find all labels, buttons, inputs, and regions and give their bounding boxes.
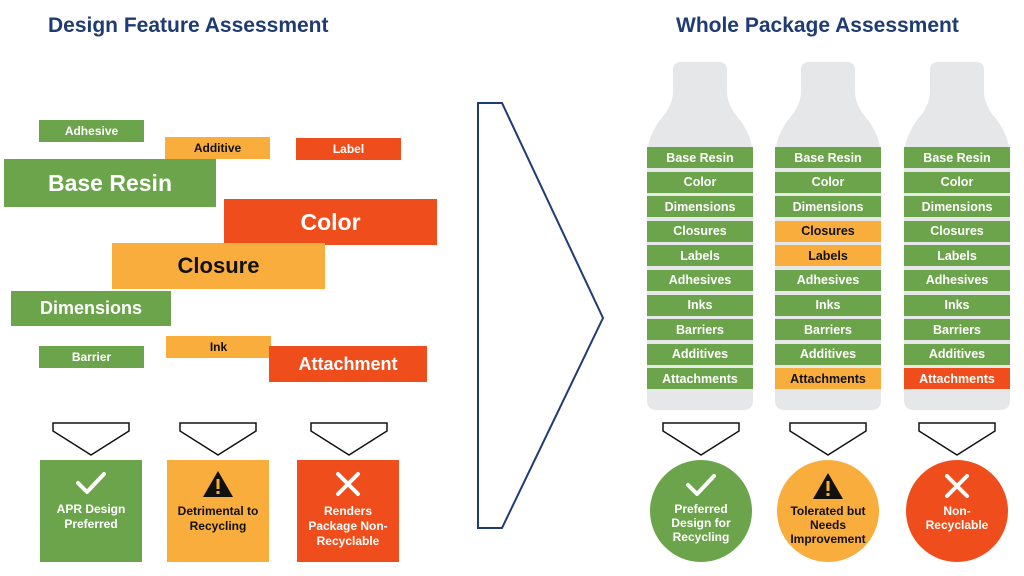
bottle-row: Adhesives: [647, 269, 753, 291]
check-icon: [76, 472, 106, 494]
result-label: Renders Package Non-Recyclable: [308, 504, 388, 548]
feature-tag-attachment: Attachment: [269, 346, 427, 382]
result-label: Preferred Design for Recycling: [671, 502, 731, 544]
result-preferred-design: Preferred Design for Recycling: [650, 460, 752, 562]
x-icon: [336, 472, 360, 496]
bottle-row: Dimensions: [904, 196, 1010, 218]
bottle-row: Color: [647, 171, 753, 193]
bottle-row: Adhesives: [775, 269, 881, 291]
bottle-row: Attachments: [775, 368, 881, 390]
bottle-row: Adhesives: [904, 269, 1010, 291]
bottle-row: Labels: [647, 245, 753, 267]
bottle-row: Additives: [647, 343, 753, 365]
bottle-row: Barriers: [904, 319, 1010, 341]
check-icon: [686, 474, 716, 496]
result-label: Detrimental to Recycling: [177, 504, 259, 533]
bottle-row: Dimensions: [647, 196, 753, 218]
bottle-row: Color: [775, 171, 881, 193]
funnel-icon: [918, 422, 996, 456]
bottle-row: Barriers: [647, 319, 753, 341]
feature-tag-ink: Ink: [166, 336, 271, 358]
result-label: Non-Recyclable: [925, 504, 989, 532]
left-heading: Design Feature Assessment: [48, 14, 329, 37]
warning-icon: [813, 473, 843, 499]
feature-tag-closure: Closure: [112, 243, 325, 289]
result-label: Tolerated but Needs Improvement: [790, 504, 866, 546]
bottle-row: Closures: [904, 220, 1010, 242]
feature-tag-additive: Additive: [165, 137, 270, 159]
x-icon: [945, 474, 969, 498]
feature-tag-dimensions: Dimensions: [11, 291, 171, 326]
bottle-row: Barriers: [775, 319, 881, 341]
feature-tag-barrier: Barrier: [39, 346, 144, 368]
bottle-row: Additives: [775, 343, 881, 365]
bottle-row: Base Resin: [647, 147, 753, 168]
bottle-row: Labels: [775, 245, 881, 267]
bottle-row: Closures: [775, 220, 881, 242]
funnel-icon: [179, 422, 257, 456]
feature-tag-label: Label: [296, 138, 401, 160]
result-renders-non-recyclable: Renders Package Non-Recyclable: [297, 460, 399, 562]
bottle-row: Color: [904, 171, 1010, 193]
warning-icon: [203, 471, 233, 497]
result-non-recyclable: Non-Recyclable: [906, 460, 1008, 562]
feature-tag-adhesive: Adhesive: [39, 120, 144, 142]
bottle-row: Base Resin: [775, 147, 881, 168]
feature-tag-color: Color: [224, 199, 437, 245]
funnel-icon: [52, 422, 130, 456]
result-tolerated: Tolerated but Needs Improvement: [777, 460, 879, 562]
big-arrow-icon: [477, 102, 605, 529]
bottle-row: Inks: [775, 294, 881, 316]
result-detrimental-to-recycling: Detrimental to Recycling: [167, 460, 269, 562]
result-apr-design-preferred: APR Design Preferred: [40, 460, 142, 562]
bottle-row: Closures: [647, 220, 753, 242]
feature-tag-base-resin: Base Resin: [4, 159, 216, 207]
bottle-row: Attachments: [647, 368, 753, 390]
funnel-icon: [662, 422, 740, 456]
funnel-icon: [310, 422, 388, 456]
bottle-row: Additives: [904, 343, 1010, 365]
bottle-row: Attachments: [904, 368, 1010, 390]
right-heading: Whole Package Assessment: [676, 14, 959, 37]
bottle-row: Inks: [904, 294, 1010, 316]
bottle-row: Dimensions: [775, 196, 881, 218]
funnel-icon: [789, 422, 867, 456]
bottle-row: Inks: [647, 294, 753, 316]
bottle-row: Labels: [904, 245, 1010, 267]
bottle-row: Base Resin: [904, 147, 1010, 168]
result-label: APR Design Preferred: [56, 502, 126, 531]
